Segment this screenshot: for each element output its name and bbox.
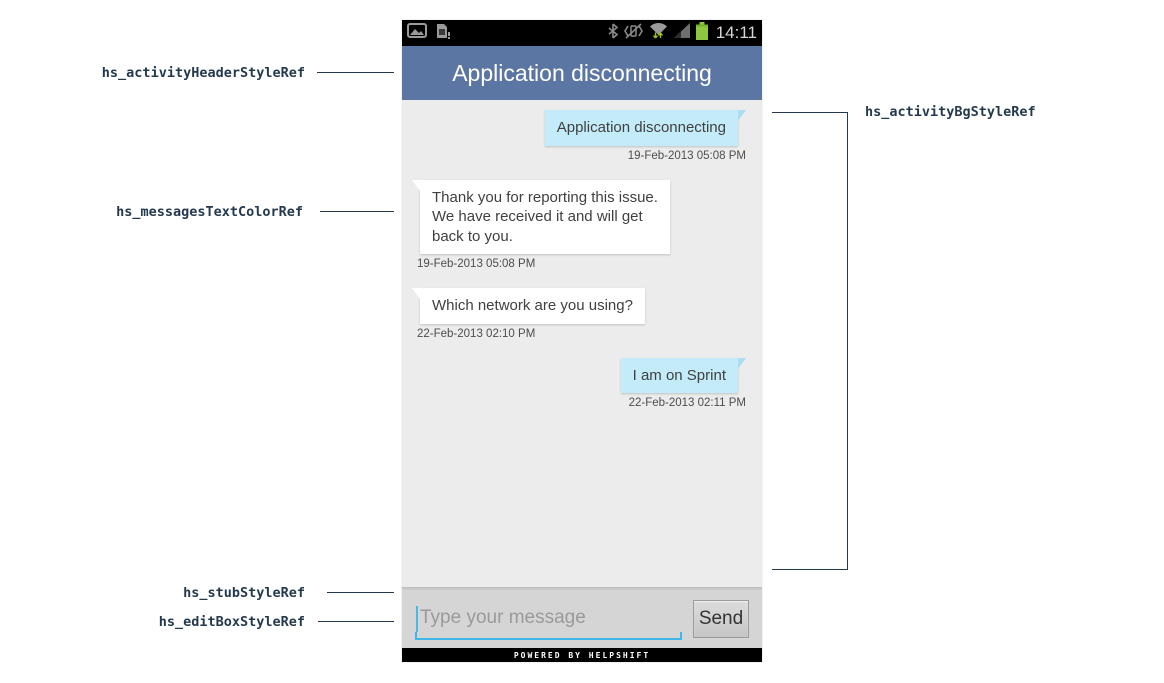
message-input[interactable] bbox=[415, 598, 682, 640]
send-button[interactable]: Send bbox=[693, 600, 749, 638]
edit-box bbox=[415, 598, 682, 640]
gallery-icon bbox=[407, 23, 427, 43]
status-bar-right: 14:11 bbox=[608, 21, 757, 45]
phone-frame: 14:11 Application disconnecting Applicat… bbox=[402, 20, 762, 662]
message-timestamp: 22-Feb-2013 02:11 PM bbox=[628, 397, 746, 409]
message-timestamp: 19-Feb-2013 05:08 PM bbox=[417, 258, 536, 270]
message-group-outgoing: Application disconnecting 19-Feb-2013 05… bbox=[402, 110, 762, 162]
annotation-line bbox=[317, 72, 394, 73]
message-timestamp: 22-Feb-2013 02:10 PM bbox=[417, 327, 536, 340]
message-bubble: Thank you for reporting this issue. We h… bbox=[412, 179, 670, 254]
activity-header: Application disconnecting bbox=[402, 46, 762, 100]
stub-divider bbox=[402, 587, 762, 590]
battery-icon bbox=[695, 21, 708, 45]
message-timestamp: 19-Feb-2013 05:08 PM bbox=[627, 149, 746, 162]
message-text: Application disconnecting bbox=[556, 119, 726, 136]
bluetooth-icon bbox=[608, 22, 618, 44]
message-group-outgoing: I am on Sprint 22-Feb-2013 02:11 PM bbox=[402, 357, 762, 409]
message-bubble: Application disconnecting bbox=[544, 110, 747, 146]
annotation-stub-style: hs_stubStyleRef bbox=[183, 585, 305, 601]
wifi-icon bbox=[649, 22, 668, 44]
status-time: 14:11 bbox=[715, 23, 757, 42]
annotation-edit-box-style: hs_editBoxStyleRef bbox=[158, 614, 305, 630]
annotation-activity-bg-style: hs_activityBgStyleRef bbox=[865, 104, 1036, 120]
powered-by-footer: POWERED BY HELPSHIFT bbox=[402, 648, 762, 662]
annotation-bracket bbox=[772, 112, 848, 570]
composer-bar: Send bbox=[402, 590, 762, 648]
message-bubble: I am on Sprint bbox=[620, 357, 747, 393]
message-text: Thank you for reporting this issue. We h… bbox=[432, 188, 658, 245]
annotation-activity-header-style: hs_activityHeaderStyleRef bbox=[101, 65, 305, 81]
status-bar-left bbox=[407, 23, 450, 44]
text-cursor bbox=[416, 606, 418, 632]
annotation-line bbox=[318, 621, 394, 622]
message-list[interactable]: Application disconnecting 19-Feb-2013 05… bbox=[402, 100, 762, 587]
message-bubble: Which network are you using? bbox=[412, 288, 645, 324]
message-text: I am on Sprint bbox=[632, 366, 726, 384]
status-bar: 14:11 bbox=[402, 20, 762, 46]
powered-by-text: POWERED BY HELPSHIFT bbox=[513, 650, 651, 660]
annotation-line bbox=[327, 592, 394, 593]
annotation-line bbox=[320, 211, 394, 212]
signal-strength-icon bbox=[673, 23, 690, 43]
message-text: Which network are you using? bbox=[432, 297, 633, 314]
message-group-incoming: Thank you for reporting this issue. We h… bbox=[402, 179, 762, 270]
vibrate-off-icon bbox=[623, 22, 643, 44]
page-title: Application disconnecting bbox=[452, 59, 712, 86]
message-group-incoming: Which network are you using? 22-Feb-2013… bbox=[402, 288, 762, 340]
sim-warning-icon bbox=[433, 23, 450, 44]
annotation-messages-text-color: hs_messagesTextColorRef bbox=[116, 204, 303, 220]
